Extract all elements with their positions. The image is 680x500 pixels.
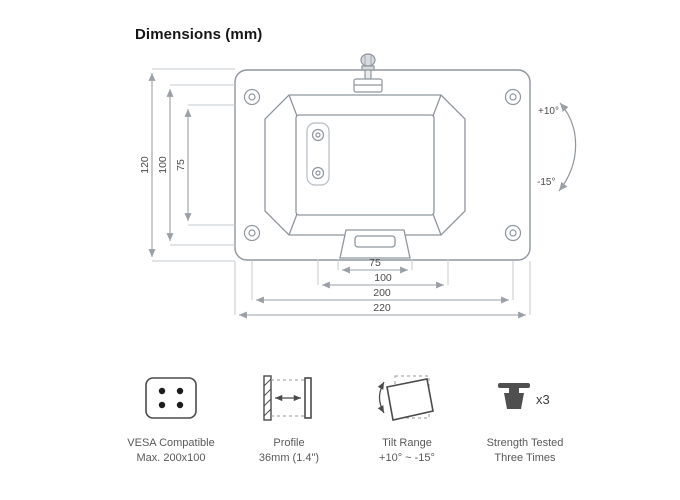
tilt-up-label: +10° <box>538 106 559 117</box>
feature-vesa-line1: VESA Compatible <box>127 437 215 449</box>
feature-profile-line2: 36mm (1.4") <box>258 452 320 464</box>
feature-strength: x3 Strength Tested Three Times <box>470 370 580 466</box>
vesa-icon <box>145 377 197 419</box>
feature-row: VESA Compatible Max. 200x100 Profile 36m <box>116 370 580 466</box>
strength-count-label: x3 <box>536 392 550 407</box>
tilt-down-label: -15° <box>537 177 555 188</box>
feature-profile-line1: Profile <box>273 437 305 449</box>
feature-tilt-line2: +10° ~ -15° <box>379 452 435 464</box>
dim-label-100-bottom: 100 <box>374 272 392 284</box>
wall-plate <box>234 69 531 261</box>
dim-120: 120 <box>139 68 235 262</box>
feature-tilt-line1: Tilt Range <box>382 437 432 449</box>
dim-label-100-left: 100 <box>157 156 169 174</box>
dimension-lines-left: 120 100 75 <box>139 68 235 262</box>
feature-tilt: Tilt Range +10° ~ -15° <box>352 370 462 466</box>
feature-profile: Profile 36mm (1.4") <box>234 370 344 466</box>
dim-label-75-bottom: 75 <box>369 257 381 269</box>
dim-200: 200 <box>251 261 514 304</box>
tilt-screw <box>353 53 383 93</box>
strength-tested-icon: x3 <box>498 383 550 409</box>
page-title: Dimensions (mm) <box>135 26 263 43</box>
center-holes <box>306 122 330 186</box>
dim-label-75-left: 75 <box>175 159 187 171</box>
feature-strength-line2: Three Times <box>494 452 556 464</box>
dim-label-120: 120 <box>139 156 151 174</box>
bracket-dimension-diagram: 120 100 75 75 <box>139 53 577 319</box>
feature-vesa-line2: Max. 200x100 <box>136 452 206 464</box>
dim-label-220: 220 <box>373 302 391 314</box>
dim-100-left: 100 <box>157 84 235 246</box>
dim-75-left: 75 <box>175 104 235 226</box>
mounting-holes <box>243 88 522 242</box>
dimension-lines-bottom: 75 100 200 220 <box>234 257 531 319</box>
dim-75-bottom: 75 <box>337 257 413 274</box>
vesa-platform <box>264 94 466 236</box>
feature-vesa: VESA Compatible Max. 200x100 <box>116 370 226 466</box>
feature-strength-line1: Strength Tested <box>486 437 564 449</box>
profile-icon <box>263 375 312 421</box>
dim-220: 220 <box>234 261 531 319</box>
tilt-range-icon <box>377 375 434 421</box>
locking-clip <box>339 229 411 259</box>
dim-label-200: 200 <box>373 287 391 299</box>
dim-100-bottom: 100 <box>317 259 449 289</box>
tilt-angle-indicator: +10° -15° <box>537 102 577 192</box>
